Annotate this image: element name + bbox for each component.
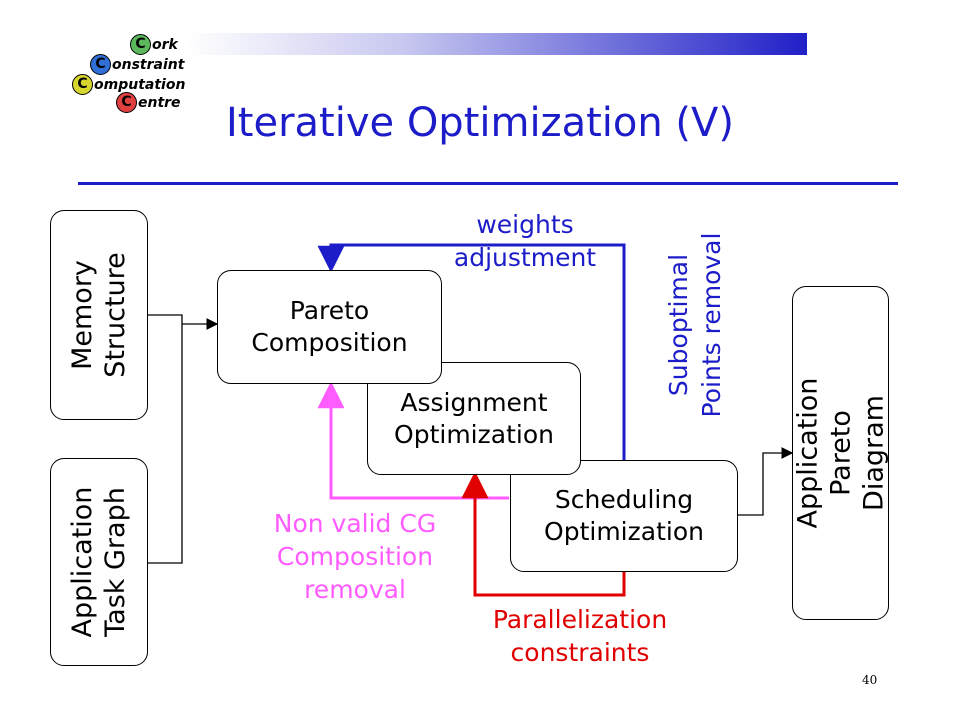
logo-ball-cork: C [130,34,151,55]
suboptimal-points-removal-label-wrapper: Suboptimal Points removal [655,222,735,427]
logo-row-constraint: C onstraint [90,54,184,75]
memory-structure-label: Memory Structure [67,252,131,378]
logo-ball-centre: C [116,92,137,113]
page-number: 40 [862,673,878,687]
pareto-composition-label: Pareto Composition [251,296,408,357]
parallelization-feedback-arrow [461,471,626,597]
logo-text-computation: omputation [94,76,186,93]
assignment-optimization-label: Assignment Optimization [394,387,554,449]
scheduling-optimization-box: Scheduling Optimization [510,460,738,572]
application-task-graph-label: Application Task Graph [67,486,131,638]
slide-title: Iterative Optimization (V) [225,100,734,146]
cork-constraint-computation-centre-logo: C ork C onstraint C omputation C entre [68,28,188,118]
pareto-composition-box: Pareto Composition [217,270,442,384]
logo-ball-constraint: C [90,54,111,75]
scheduling-to-pareto-diagram-arrow [738,447,794,516]
logo-ball-computation: C [72,74,93,95]
weights-adjustment-label: weights adjustment [453,210,597,272]
logo-row-computation: C omputation [72,74,185,95]
non-valid-cg-composition-removal-label: Non valid CG Composition removal [273,509,437,604]
suboptimal-points-removal-label: Suboptimal Points removal [664,232,726,417]
memory-to-pareto-connector [148,314,183,564]
application-task-graph-box: Application Task Graph [50,458,148,666]
non-valid-cg-feedback-arrow [317,381,509,500]
application-pareto-diagram-box: Application Pareto Diagram [792,286,889,620]
title-underline [78,182,898,185]
logo-row-centre: C entre [116,92,181,113]
logo-row-cork: C ork [130,34,178,55]
application-pareto-diagram-label: Application Pareto Diagram [792,377,889,529]
scheduling-optimization-label: Scheduling Optimization [544,485,704,546]
logo-text-centre: entre [138,94,181,111]
logo-text-cork: ork [152,36,178,53]
parallelization-constraints-label: Parallelization constraints [492,605,668,667]
header-gradient-bar [185,33,807,55]
logo-text-constraint: onstraint [112,56,185,73]
memory-structure-box: Memory Structure [50,210,148,420]
weights-adjustment-feedback-arrow [317,243,626,460]
